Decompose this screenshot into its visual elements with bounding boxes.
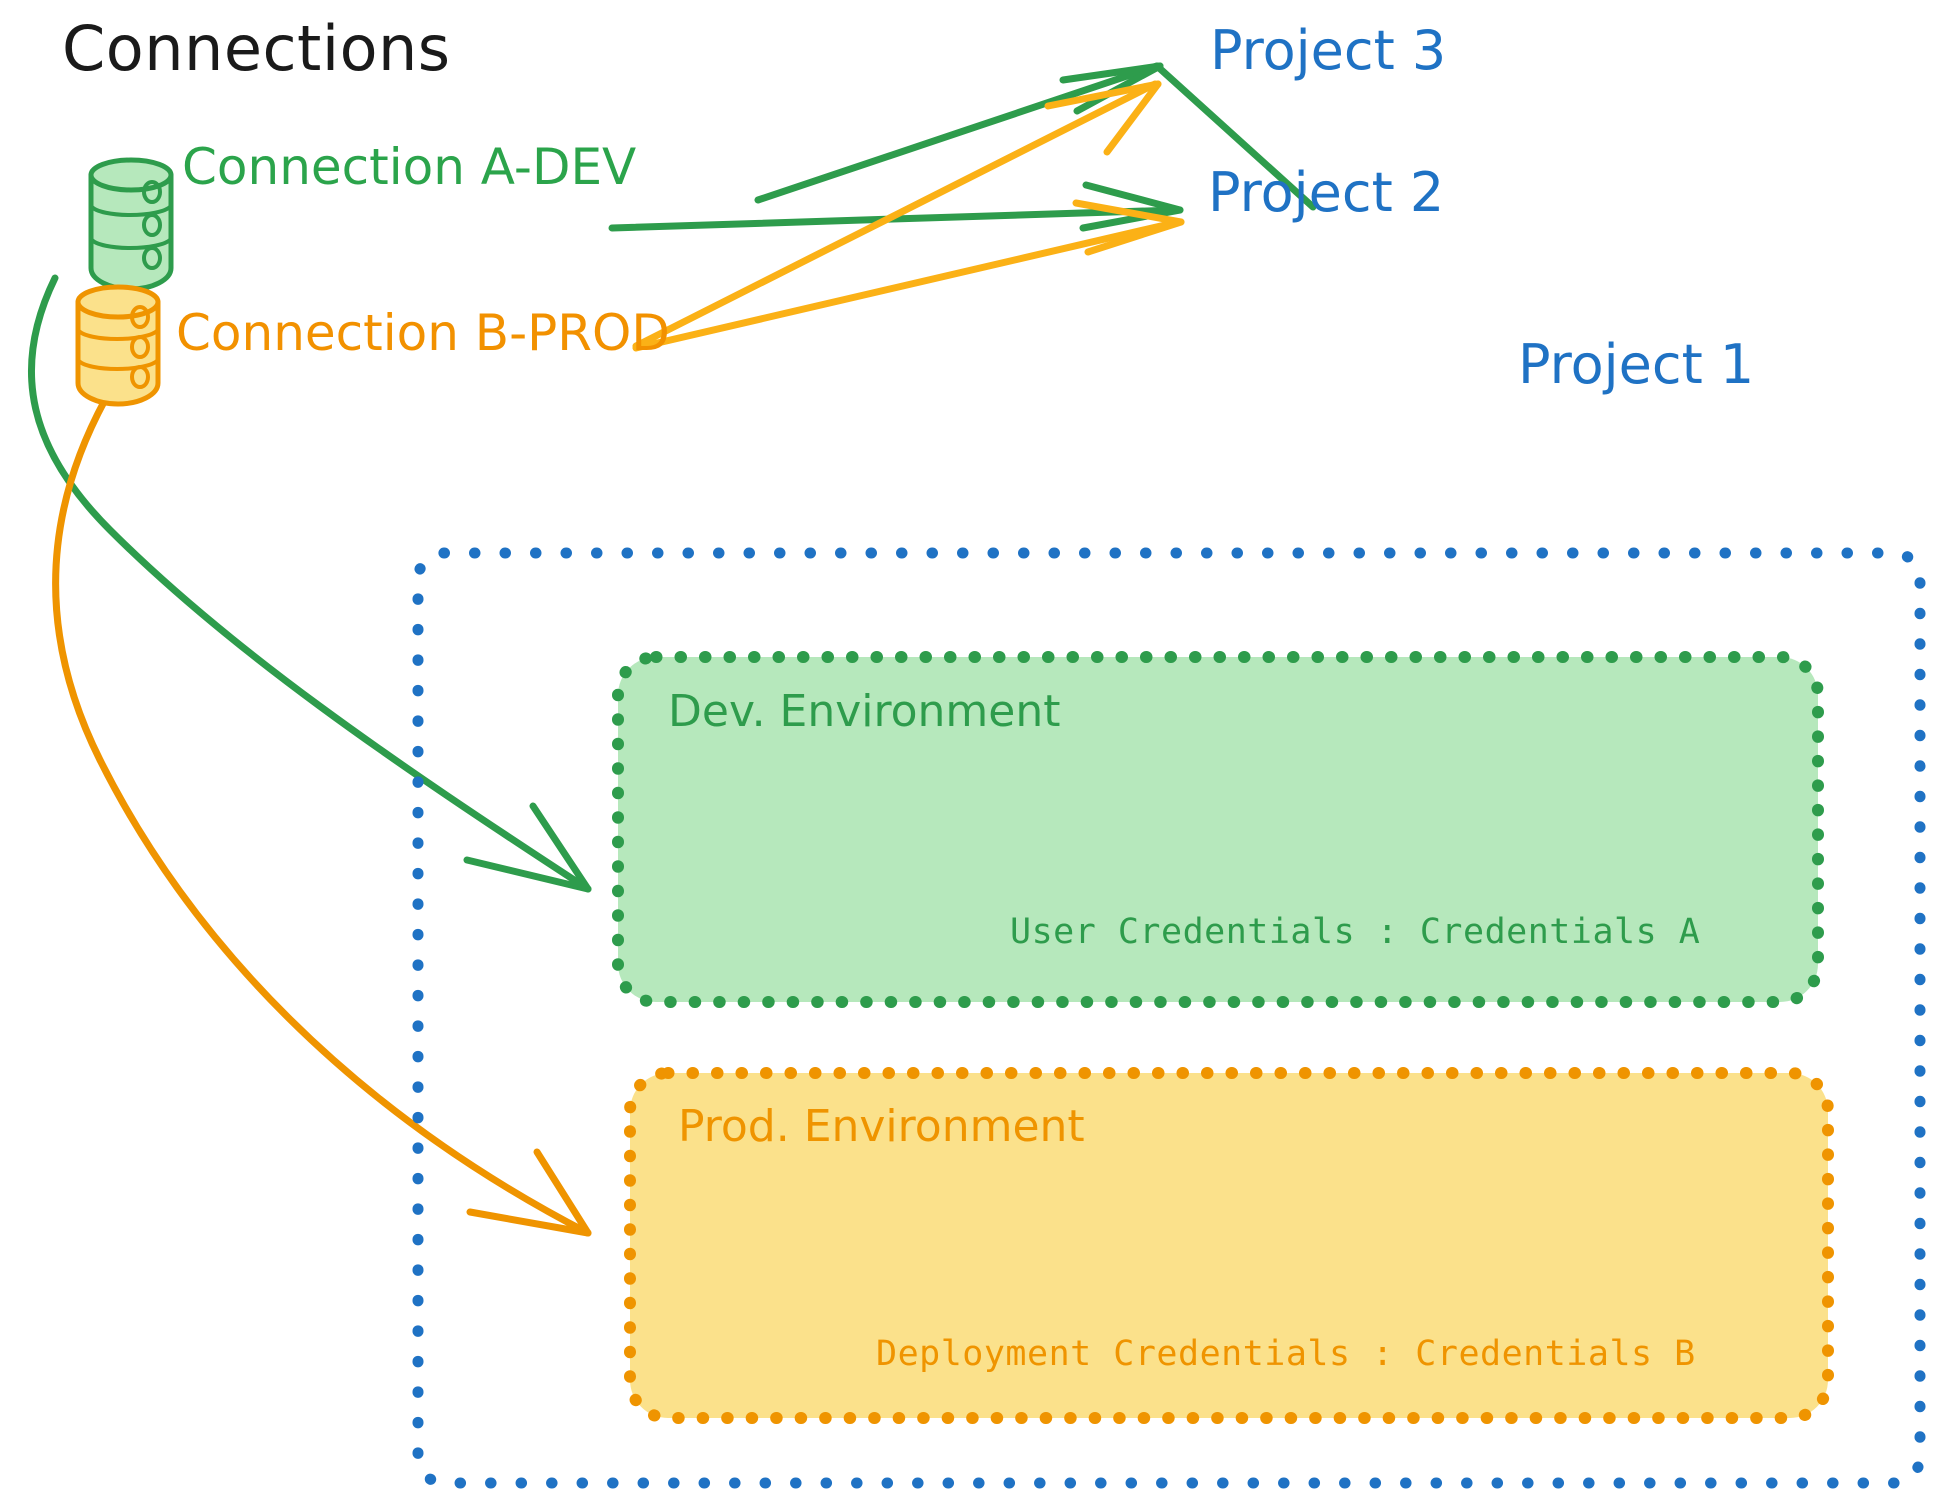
arrow-conn-b-to-project-2 (632, 199, 1185, 352)
project-2-label[interactable]: Project 2 (1208, 161, 1445, 224)
connection-a-dev-label[interactable]: Connection A-DEV (182, 138, 637, 196)
database-icon-green (88, 157, 174, 292)
prod-environment-credentials: Deployment Credentials : Credentials B (876, 1334, 1696, 1374)
arrow-conn-b-to-prod-environment (52, 396, 592, 1237)
prod-environment-title: Prod. Environment (678, 1101, 1085, 1152)
project-3-label[interactable]: Project 3 (1210, 19, 1447, 82)
project-1-label[interactable]: Project 1 (1518, 333, 1755, 396)
arrow-conn-b-to-project-3 (632, 80, 1162, 350)
arrow-conn-a-to-project-2 (608, 181, 1184, 232)
connection-b-prod-label[interactable]: Connection B-PROD (176, 304, 670, 362)
dev-environment-credentials: User Credentials : Credentials A (1010, 912, 1701, 952)
database-icon-orange (75, 284, 161, 407)
page-title: Connections (62, 12, 451, 85)
dev-environment-title: Dev. Environment (668, 686, 1061, 737)
arrow-conn-a-to-dev-environment (27, 274, 592, 893)
